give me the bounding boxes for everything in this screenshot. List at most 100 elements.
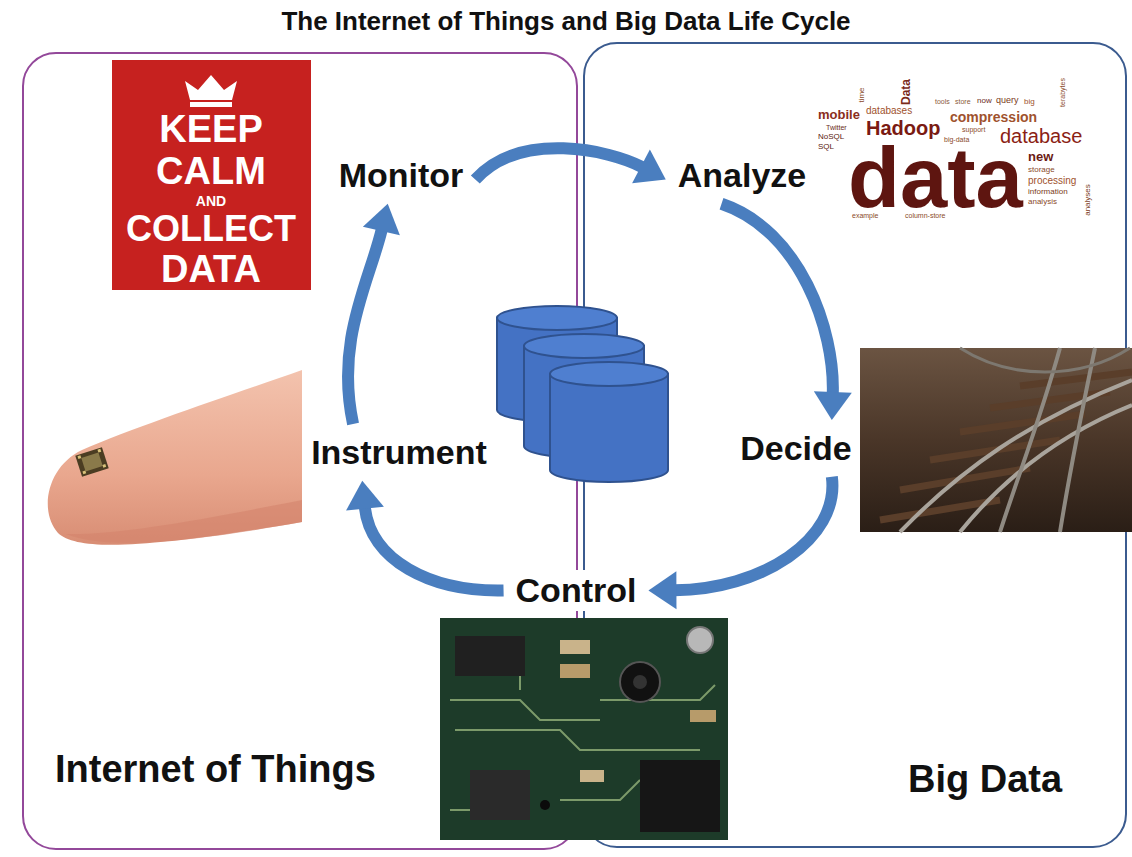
label-wrap: KEEP: [159, 110, 262, 148]
label-wrap: Hadoop: [866, 118, 940, 138]
finger-shape: [48, 370, 302, 545]
arrow-head: [648, 571, 676, 609]
circuit-board-photo: [440, 618, 728, 840]
micro-chip: [75, 447, 108, 477]
smd-part: [690, 710, 716, 722]
arrow-shaft: [365, 507, 504, 591]
word-cloud-word: information: [1028, 188, 1068, 196]
label-wrap: DATA: [161, 250, 261, 288]
inductor: [620, 662, 660, 702]
rail-pair: [900, 380, 1132, 532]
word-cloud-word: terabytes: [1058, 78, 1065, 107]
cycle-arrow: [346, 481, 503, 591]
stage-label: Decide: [736, 428, 856, 469]
region-label: Internet of Things: [55, 747, 376, 793]
poster-text: COLLECT: [126, 211, 296, 247]
label-wrap: processing: [1028, 176, 1076, 186]
cycle-arrow: [348, 204, 400, 424]
region-label: Big Data: [908, 757, 1062, 803]
word-cloud-word: Hadoop: [866, 118, 940, 138]
rail-sleepers: [880, 372, 1132, 520]
fingertip-photo: [48, 370, 302, 545]
stage-label-box: Control: [512, 570, 641, 611]
word-cloud-word: column-store: [905, 212, 945, 219]
board-ground: [440, 618, 728, 840]
rail-branch: [960, 348, 1130, 372]
stage-label-box: Monitor: [335, 155, 468, 196]
inductor-core: [633, 675, 647, 689]
label-wrap: time: [858, 87, 866, 102]
label-wrap: big: [1024, 98, 1035, 106]
board-traces: [450, 640, 715, 810]
word-cloud-word: now: [977, 97, 992, 105]
cylinder-body: [550, 374, 668, 482]
label-wrap: compression: [950, 110, 1037, 124]
chip-die: [81, 453, 102, 472]
label-wrap: databases: [866, 106, 912, 116]
cylinder-top: [497, 306, 617, 330]
word-cloud-word: time: [858, 87, 866, 102]
via-hole: [540, 800, 550, 810]
label-wrap: analysis: [1028, 198, 1057, 206]
ic-chip: [470, 770, 530, 820]
capacitor: [687, 627, 713, 653]
chip-pad: [77, 455, 81, 459]
stage-label-box: Analyze: [674, 155, 811, 196]
chip-pad: [102, 464, 106, 468]
rail-pair: [1000, 348, 1095, 532]
label-wrap: NoSQL: [818, 133, 844, 141]
label-wrap: tools: [935, 98, 950, 105]
title-wrap: The Internet of Things and Big Data Life…: [281, 6, 850, 37]
word-cloud-word: databases: [866, 106, 912, 116]
word-cloud-word: processing: [1028, 176, 1076, 186]
label-wrap: query: [996, 96, 1019, 105]
region-panel: Internet of Things MonitorInstrument: [22, 52, 578, 850]
arrow-shaft: [348, 229, 382, 424]
label-wrap: column-store: [905, 212, 945, 219]
cycle-arrow: [648, 477, 832, 610]
label-wrap: AND: [196, 194, 226, 208]
poster-ground: [112, 60, 311, 290]
cycle-arrow: [722, 204, 852, 420]
label-wrap: support: [962, 126, 985, 133]
label-wrap: storage: [1028, 166, 1055, 174]
arrow-shaft: [674, 477, 832, 591]
cylinder-top: [524, 334, 644, 358]
stage-label: Monitor: [335, 155, 468, 196]
label-wrap: now: [977, 97, 992, 105]
label-wrap: Twitter: [826, 124, 847, 131]
arrow-shaft: [475, 148, 642, 179]
railway-photo: [860, 348, 1132, 532]
label-wrap: new: [1028, 150, 1053, 163]
cylinder-body: [497, 318, 617, 422]
word-cloud-word: SQL: [818, 143, 834, 151]
stage-label: Analyze: [674, 155, 811, 196]
label-wrap: Data: [900, 79, 912, 105]
stage-label: Control: [512, 570, 641, 611]
word-cloud-word: data: [848, 147, 1023, 208]
cylinder-top: [550, 362, 668, 386]
word-cloud-word: example: [852, 212, 878, 219]
stage-label: Instrument: [307, 432, 491, 473]
chip-pad: [97, 449, 101, 453]
cycle-arrow: [475, 148, 665, 183]
label-wrap: store: [955, 98, 971, 105]
label-wrap: example: [852, 212, 878, 219]
word-cloud-word: NoSQL: [818, 133, 844, 141]
word-cloud-word: tools: [935, 98, 950, 105]
ic-chip: [455, 636, 525, 676]
word-cloud-word: support: [962, 126, 985, 133]
gravel-ground: [860, 348, 1132, 532]
arrow-head: [814, 391, 852, 420]
word-cloud-word: compression: [950, 110, 1037, 124]
stage-label-box: Instrument: [307, 432, 491, 473]
label-wrap: information: [1028, 188, 1068, 196]
word-cloud-word: mobile: [818, 108, 860, 121]
word-cloud-word: database: [1000, 126, 1082, 146]
crown-base: [190, 102, 232, 107]
label-wrap: CALM: [156, 152, 266, 190]
arrow-head: [346, 481, 384, 511]
smd-part: [580, 770, 604, 782]
word-cloud-word: Twitter: [826, 124, 847, 131]
crown-icon: [185, 75, 237, 100]
